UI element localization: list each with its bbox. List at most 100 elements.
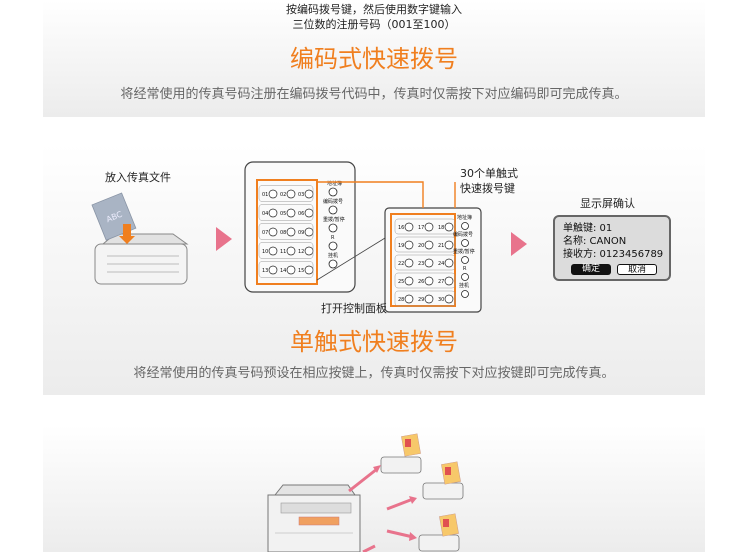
one-touch-key [304, 246, 314, 256]
lcd-line-recipient: 接收方: 0123456789 [563, 249, 664, 260]
one-touch-key [286, 189, 296, 199]
step-arrow-icon [216, 227, 232, 251]
one-touch-key-number: 17 [418, 225, 424, 231]
one-touch-title: 单触式快速拨号 [290, 328, 458, 356]
key-row-frame [258, 261, 314, 278]
one-touch-key-number: 01 [262, 192, 268, 198]
one-touch-key-number: 13 [262, 268, 268, 274]
one-touch-key [286, 246, 296, 256]
lcd-ok-button: 确定 [571, 264, 611, 275]
one-touch-key-number: 14 [280, 268, 286, 274]
closed-one-touch-keys: 01 02 03 04 05 06 07 08 09 10 11 12 13 14 15 [258, 185, 314, 278]
one-touch-key [304, 208, 314, 218]
closed-side-buttons: 地址簿 编码拨号 重拨/暂停 R 挂机 [323, 180, 345, 269]
broadcast-panel [43, 425, 705, 552]
one-touch-key-number: 07 [262, 230, 268, 236]
key-row-frame [258, 223, 314, 240]
one-touch-key [424, 222, 434, 232]
key-row-frame [258, 204, 314, 221]
one-touch-key [268, 208, 278, 218]
label-coded-dial: 编码拨号 [323, 198, 343, 205]
key-row-frame [394, 272, 456, 289]
one-touch-key [304, 265, 314, 275]
coded-dial-title: 编码式快速拨号 [290, 45, 458, 73]
one-touch-key-number: 25 [398, 279, 404, 285]
open-control-panel-label: 打开控制面板 [321, 302, 387, 315]
one-touch-key [444, 276, 454, 286]
step-arrow-icon [511, 232, 527, 256]
one-touch-key [286, 265, 296, 275]
one-touch-key [444, 222, 454, 232]
one-touch-key [304, 189, 314, 199]
one-touch-key [444, 294, 454, 304]
one-touch-key-number: 09 [298, 230, 304, 236]
broadcast-illustration [267, 433, 464, 552]
one-touch-key [444, 240, 454, 250]
one-touch-key-number: 29 [418, 297, 424, 303]
one-touch-key [286, 227, 296, 237]
step-load-document-label: 放入传真文件 [105, 171, 171, 184]
one-touch-key-number: 05 [280, 211, 286, 217]
one-touch-key-number: 08 [280, 230, 286, 236]
one-touch-key-number: 19 [398, 243, 404, 249]
one-touch-key-number: 20 [418, 243, 424, 249]
one-touch-key-number: 06 [298, 211, 304, 217]
label-address-book-open: 地址簿 [457, 214, 472, 221]
coded-dialing-panel: 按编码拨号键，然后使用数字键输入 三位数的注册号码（001至100） 编码式快速… [43, 0, 705, 117]
display-confirm-label: 显示屏确认 [580, 197, 635, 210]
one-touch-key-number: 16 [398, 225, 404, 231]
one-touch-key [268, 265, 278, 275]
one-touch-key-number: 10 [262, 249, 268, 255]
key-row-frame [394, 236, 456, 253]
remote-fax-icon [418, 513, 460, 552]
one-touch-key [404, 258, 414, 268]
key-row-frame [394, 254, 456, 271]
control-panel-illustration: 01 02 03 04 05 06 07 08 09 10 11 12 13 14 15 地址簿 编码拨号 … [244, 161, 482, 313]
label-address-book: 地址簿 [327, 180, 342, 187]
one-touch-key-number: 15 [298, 268, 304, 274]
one-touch-key [404, 276, 414, 286]
label-redial-open: 重拨/暂停 [453, 248, 475, 255]
one-touch-key [404, 240, 414, 250]
fax-machine-illustration: ABC [91, 192, 189, 285]
one-touch-key-number: 04 [262, 211, 268, 217]
one-touch-key-number: 12 [298, 249, 304, 255]
one-touch-key-number: 28 [398, 297, 404, 303]
insert-arrow-icon [119, 224, 135, 244]
coded-dial-instruction-line1: 按编码拨号键，然后使用数字键输入 [286, 3, 462, 16]
one-touch-key [424, 240, 434, 250]
one-touch-key-number: 03 [298, 192, 304, 198]
one-touch-key [268, 227, 278, 237]
one-touch-key [268, 189, 278, 199]
one-touch-key-number: 22 [398, 261, 404, 267]
label-hook-open: 挂机 [459, 282, 469, 289]
one-touch-key [424, 258, 434, 268]
one-touch-key-number: 30 [438, 297, 444, 303]
label-coded-dial-open: 编码拨号 [453, 231, 473, 238]
one-touch-key-number: 02 [280, 192, 286, 198]
key-row-frame [394, 218, 456, 235]
key-row-frame [258, 185, 314, 202]
coded-dial-instruction-line2: 三位数的注册号码（001至100） [292, 18, 456, 31]
one-touch-keys-callout-line2: 快速拨号键 [460, 182, 515, 195]
one-touch-key-number: 21 [438, 243, 444, 249]
one-touch-key [286, 208, 296, 218]
label-hook: 挂机 [328, 252, 338, 259]
one-touch-key-number: 26 [418, 279, 424, 285]
one-touch-key-number: 11 [280, 249, 286, 255]
one-touch-key-number: 24 [438, 261, 444, 267]
closed-keys-highlight [256, 179, 318, 285]
one-touch-key [268, 246, 278, 256]
label-redial: 重拨/暂停 [323, 216, 345, 223]
one-touch-key [424, 276, 434, 286]
one-touch-key [404, 294, 414, 304]
one-touch-description: 将经常使用的传真号码预设在相应按键上，传真时仅需按下对应按键即可完成传真。 [133, 366, 615, 381]
one-touch-key-number: 23 [418, 261, 424, 267]
label-r-open: R [463, 266, 467, 272]
key-row-frame [394, 290, 456, 307]
lcd-cancel-button: 取消 [617, 264, 657, 275]
key-row-frame [258, 242, 314, 259]
one-touch-keys-callout-line1: 30个单触式 [460, 167, 518, 180]
lcd-line-name: 名称: CANON [563, 236, 627, 247]
